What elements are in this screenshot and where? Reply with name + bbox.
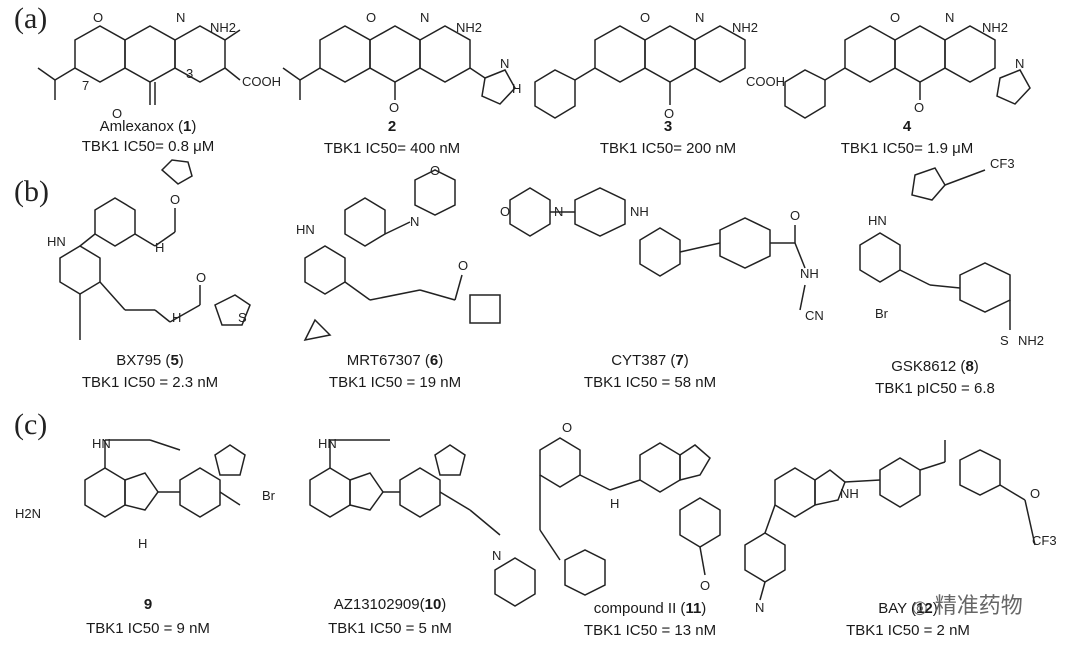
structure-12 — [744, 440, 1036, 601]
compound-8-name: GSK8612 (8) — [891, 358, 979, 375]
structure-7 — [509, 187, 806, 311]
position-3-label: 3 — [186, 66, 193, 81]
wechat-icon: ◎ — [912, 597, 928, 618]
position-7-label: 7 — [82, 78, 89, 93]
o-label: O — [562, 420, 572, 435]
hn-label: HN — [92, 436, 111, 451]
structure-3 — [534, 25, 746, 119]
nh2-label: NH2 — [982, 20, 1008, 35]
compound-5-name: BX795 (5) — [116, 352, 184, 369]
o-label: O — [700, 578, 710, 593]
structure-8 — [859, 167, 1011, 330]
carbonyl-o-label: O — [790, 208, 800, 223]
cf3-label: CF3 — [990, 156, 1015, 171]
carbonyl-o-label: O — [664, 106, 674, 121]
cn-label: CN — [805, 308, 824, 323]
nh2-label: NH2 — [732, 20, 758, 35]
carbonyl-o-label: O — [196, 270, 206, 285]
o-label: O — [366, 10, 376, 25]
cf3-label: CF3 — [1032, 533, 1057, 548]
compound-12-name: BAY (12) — [878, 600, 938, 617]
o-label: O — [640, 10, 650, 25]
nh-label: H — [512, 81, 521, 96]
carbonyl-o-label: O — [112, 106, 122, 121]
carbonyl-o-label: O — [914, 100, 924, 115]
compound-2-number: 2 — [387, 118, 397, 135]
compound-11-name: compound II (11) — [593, 600, 707, 617]
o-label: O — [93, 10, 103, 25]
compound-5-activity: TBK1 IC50 = 2.3 nM — [81, 374, 219, 391]
compound-7-activity: TBK1 IC50 = 58 nM — [583, 374, 717, 391]
compound-3-number: 3 — [663, 118, 673, 135]
nh-label: NH — [840, 486, 859, 501]
carbonyl-o-label: O — [458, 258, 468, 273]
structure-11 — [539, 437, 721, 596]
structure-6 — [303, 169, 501, 342]
hn-label: HN — [47, 234, 66, 249]
nh-label: H — [155, 240, 164, 255]
carbonyl-o-label: O — [389, 100, 399, 115]
structure-10 — [309, 439, 536, 607]
n-label: N — [755, 600, 764, 615]
cooh-label: COOH — [242, 74, 281, 89]
s-label: S — [238, 310, 247, 325]
structure-4 — [784, 25, 1031, 119]
compound-12-activity: TBK1 IC50 = 2 nM — [846, 622, 970, 639]
panel-label-a: (a) — [14, 2, 48, 35]
compound-6-activity: TBK1 IC50 = 19 nM — [328, 374, 462, 391]
n-label: N — [410, 214, 419, 229]
o-label: O — [430, 163, 440, 178]
s-label: S — [1000, 333, 1009, 348]
compound-2-activity: TBK1 IC50= 400 nM — [323, 140, 461, 157]
h2n-label: H2N — [15, 506, 41, 521]
nh-label: H — [138, 536, 147, 551]
n-label: N — [695, 10, 704, 25]
carbonyl-o-label: O — [170, 192, 180, 207]
compound-10-activity: TBK1 IC50 = 5 nM — [328, 620, 452, 637]
cooh-label: COOH — [746, 74, 785, 89]
panel-label-b: (b) — [14, 175, 49, 208]
n-label: N — [500, 56, 509, 71]
nh-label: H — [172, 310, 181, 325]
o-label: O — [500, 204, 510, 219]
compound-4-number: 4 — [902, 118, 912, 135]
watermark: ◎ 精准药物 — [912, 594, 1023, 619]
n-label: N — [1015, 56, 1024, 71]
compound-11-activity: TBK1 IC50 = 13 nM — [583, 622, 717, 639]
nh-label: NH — [630, 204, 649, 219]
compound-8-activity: TBK1 pIC50 = 6.8 — [875, 380, 995, 397]
hn-label: HN — [318, 436, 337, 451]
o-label: O — [890, 10, 900, 25]
compound-7-name: CYT387 (7) — [611, 352, 689, 369]
carbonyl-o-label: O — [1030, 486, 1040, 501]
compound-9-activity: TBK1 IC50 = 9 nM — [86, 620, 210, 637]
structure-2 — [282, 25, 516, 105]
compound-3-activity: TBK1 IC50= 200 nM — [599, 140, 737, 157]
compound-4-activity: TBK1 IC50= 1.9 μM — [840, 140, 974, 157]
compound-6-name: MRT67307 (6) — [346, 352, 444, 369]
hn-label: HN — [296, 222, 315, 237]
br-label: Br — [875, 306, 889, 321]
br-label: Br — [262, 488, 276, 503]
n-label: N — [945, 10, 954, 25]
structure-9 — [84, 439, 246, 518]
structure-1 — [37, 25, 241, 105]
compound-1-activity: TBK1 IC50= 0.8 μM — [81, 138, 215, 155]
nh2-label: NH2 — [1018, 333, 1044, 348]
n-label: N — [420, 10, 429, 25]
nh-label: NH — [800, 266, 819, 281]
hn-label: HN — [868, 213, 887, 228]
structure-5 — [59, 159, 251, 340]
nh2-label: NH2 — [210, 20, 236, 35]
nh2-label: NH2 — [456, 20, 482, 35]
n-label: N — [176, 10, 185, 25]
n-label: N — [554, 204, 563, 219]
compound-10-name: AZ13102909(10) — [333, 596, 447, 613]
nh-label: H — [610, 496, 619, 511]
compound-1-name: Amlexanox (1) — [99, 118, 197, 135]
compound-9-number: 9 — [143, 596, 153, 613]
n-label: N — [492, 548, 501, 563]
panel-label-c: (c) — [14, 408, 48, 441]
